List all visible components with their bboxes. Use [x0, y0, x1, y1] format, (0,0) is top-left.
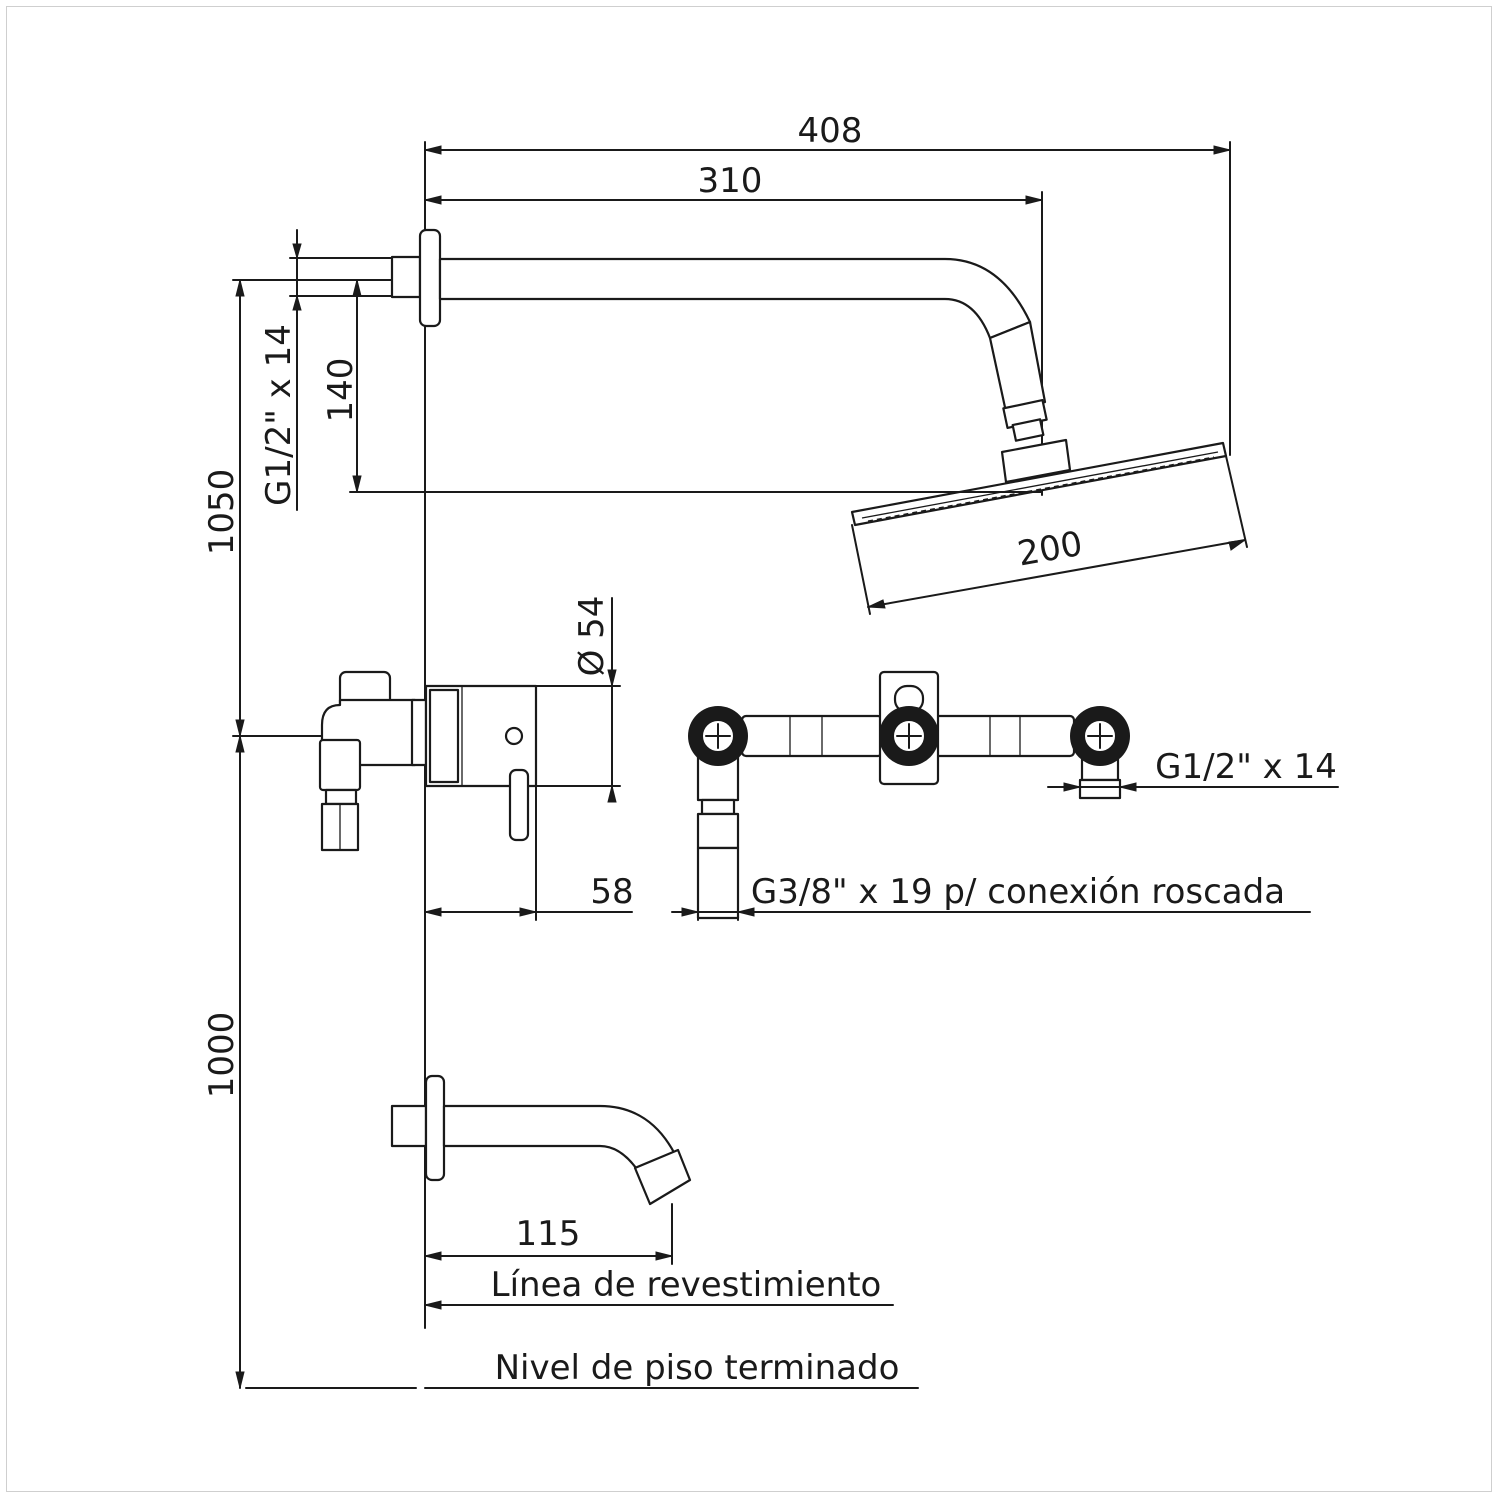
- dim-140: [349, 279, 1043, 493]
- dim-1000-label: 1000: [202, 1012, 242, 1099]
- dim-outlet-thread: [1047, 782, 1339, 792]
- dim-inlet-thread: [671, 899, 1311, 921]
- dim-310: [424, 191, 1043, 496]
- dim-diameter: [535, 597, 621, 803]
- spout: [390, 1074, 692, 1206]
- fitting-left: [688, 706, 748, 766]
- dim-58: [424, 785, 633, 921]
- dim-140-label: 140: [321, 358, 361, 423]
- wall-reference-label: Línea de revestimiento: [491, 1265, 882, 1305]
- fitting-right: [1070, 706, 1130, 766]
- dim-diameter-label: Ø 54: [572, 596, 612, 677]
- fitting-center: [879, 706, 939, 766]
- mixer-body: [318, 670, 428, 852]
- dim-200-label: 200: [1015, 524, 1086, 575]
- dim-200: [851, 455, 1248, 615]
- wall-reference: [424, 1300, 894, 1310]
- valve-manifold: [688, 670, 1130, 920]
- dim-outlet-thread-label: G1/2" x 14: [1155, 747, 1337, 787]
- dim-1050-label: 1050: [202, 469, 242, 556]
- dim-115: [424, 1203, 673, 1265]
- dim-inlet-thread-label: G3/8" x 19 p/ conexión roscada: [751, 872, 1285, 912]
- shower-arm: [390, 228, 1072, 484]
- dim-58-label: 58: [590, 872, 633, 912]
- drawing-frame: [6, 6, 1492, 1492]
- mixer-handle: [424, 684, 538, 842]
- dim-arm-thread-label: G1/2" x 14: [259, 324, 299, 506]
- dim-310-label: 310: [698, 161, 763, 201]
- dim-408-label: 408: [798, 111, 863, 151]
- dim-arm-thread: [289, 229, 393, 511]
- floor-reference-label: Nivel de piso terminado: [495, 1348, 900, 1388]
- dim-115-label: 115: [516, 1214, 581, 1254]
